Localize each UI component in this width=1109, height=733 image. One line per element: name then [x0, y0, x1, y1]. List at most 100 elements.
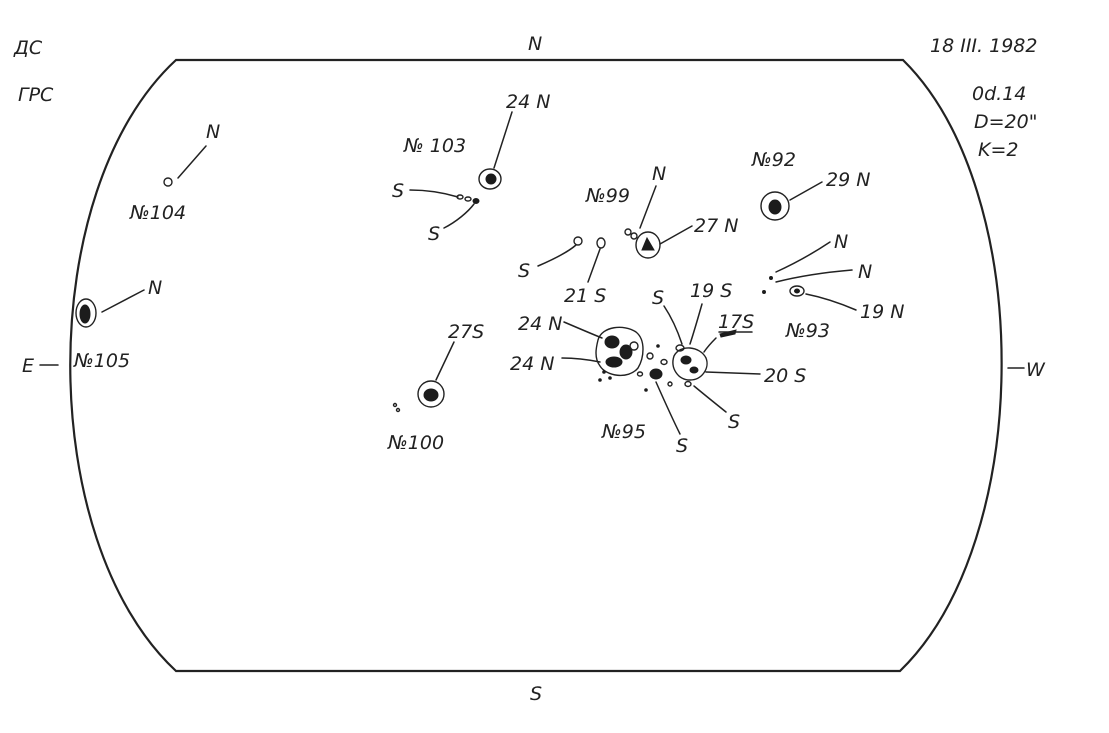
group-99-latitude2: 21 S [564, 285, 606, 307]
group-103-pore [472, 198, 480, 204]
group-99-pol1-pointer [639, 185, 657, 229]
group-105-umbra [79, 304, 91, 324]
group-99-pore [630, 232, 638, 240]
group-92-pointer [789, 181, 823, 201]
group-95-lat1-pointer [563, 321, 603, 339]
group-95-pol2-pointer [693, 385, 727, 413]
group-103-penumbra [478, 168, 502, 190]
group-99-pore [573, 236, 583, 246]
group-95-pore [656, 344, 660, 348]
group-95-pore [646, 352, 654, 360]
group-95-umbra [619, 344, 633, 360]
group-93-pol2-pointer [775, 269, 853, 283]
group-105: N №105 [73, 277, 162, 372]
group-95-pore [675, 344, 685, 352]
header-date: 18 III. 1982 [930, 35, 1037, 57]
group-95-lat5-pointer [705, 371, 761, 375]
group-93-polarity2: N [858, 261, 872, 283]
group-100-penumbra [417, 380, 445, 408]
group-100-umbra [423, 388, 439, 402]
group-95-pore [660, 358, 668, 366]
group-95-lat4-pointer [703, 337, 717, 353]
group-95-latitude1: 24 N [518, 313, 562, 335]
group-105-label: №105 [73, 350, 130, 372]
group-100-latitude: 27S [448, 321, 484, 343]
group-95-lat2-pointer [561, 357, 601, 363]
solar-disk-frame [69, 58, 1003, 673]
group-103-lat-pointer [493, 111, 513, 169]
group-95-pore [629, 341, 639, 351]
group-93-penumbra [789, 285, 805, 297]
header-diameter: D=20" [974, 111, 1037, 133]
group-95-umbra [605, 356, 623, 368]
group-93: N N 19 N №93 [762, 231, 904, 342]
group-95-pol1-pointer [663, 305, 683, 345]
group-104-polarity: N [206, 121, 220, 143]
group-95-leader-penumbra [595, 326, 644, 376]
group-99-umbra [641, 236, 655, 251]
group-103-pol1-pointer [409, 189, 459, 198]
group-95-umbra [680, 355, 692, 365]
direction-west: W [1026, 359, 1046, 381]
group-99-label: №99 [585, 185, 630, 207]
direction-east: E [22, 355, 34, 377]
group-99-lat2-pointer [587, 248, 601, 283]
group-103-latitude: 24 N [506, 91, 550, 113]
group-93-pol1-pointer [775, 241, 831, 273]
group-105-polarity: N [148, 277, 162, 299]
group-92-label: №92 [751, 149, 796, 171]
group-100-pore [395, 407, 401, 413]
group-103-umbra [485, 173, 497, 185]
group-95-label: №95 [601, 421, 646, 443]
group-103-pore [464, 196, 472, 202]
group-95-polarity1: S [652, 287, 664, 309]
group-95-follower-penumbra [672, 347, 708, 381]
direction-south: S [530, 683, 542, 705]
header-code2: ГРС [18, 84, 54, 106]
group-99-pore [624, 228, 632, 236]
group-95-pore [608, 376, 612, 380]
group-95-pore [644, 388, 648, 392]
group-105-pointer [101, 289, 145, 313]
group-93-pore [762, 290, 766, 294]
group-103-pol2-pointer [443, 203, 475, 229]
group-95-pore [598, 378, 602, 382]
group-95-latitude5: 20 S [764, 365, 806, 387]
header-code1: ДС [13, 37, 43, 59]
direction-north: N [528, 33, 542, 55]
group-104: N №104 [129, 121, 220, 224]
group-103-label: № 103 [403, 135, 466, 157]
group-104-penumbra [163, 177, 173, 187]
group-93-polarity1: N [834, 231, 848, 253]
group-99: №99 27 N N S 21 S [518, 163, 738, 307]
group-92-umbra [768, 199, 782, 215]
group-99-lat-pointer [659, 225, 693, 245]
group-99-penumbra [635, 231, 661, 259]
group-95-umbra [689, 366, 699, 374]
group-103-polarity1: S [392, 180, 404, 202]
group-93-umbra [794, 288, 800, 294]
group-99-pore [596, 237, 606, 249]
group-103-polarity2: S [428, 223, 440, 245]
header-time: 0d.14 [972, 83, 1026, 105]
group-93-pore [769, 276, 773, 280]
group-99-polarity1: N [652, 163, 666, 185]
group-95-pore [602, 370, 606, 374]
group-93-latitude: 19 N [860, 301, 904, 323]
group-100-label: №100 [387, 432, 444, 454]
group-95-umbra [649, 368, 663, 380]
group-95-latitude2: 24 N [510, 353, 554, 375]
group-105-penumbra [75, 298, 97, 328]
group-95-polarity3: S [676, 435, 688, 457]
group-93-label: №93 [785, 320, 830, 342]
group-95-latitude4: 17S [718, 311, 754, 333]
group-92-penumbra [760, 191, 790, 221]
group-95-pore [667, 381, 673, 387]
group-95-lat3-pointer [689, 303, 703, 345]
group-95-pol3-pointer [655, 381, 681, 435]
group-95-latitude3: 19 S [690, 280, 732, 302]
group-100-pointer [435, 341, 455, 381]
group-95: 24 N 24 N S 19 S 17S 20 S S S №95 [510, 280, 806, 457]
group-100-pore [392, 402, 398, 408]
group-92-latitude: 29 N [826, 169, 870, 191]
